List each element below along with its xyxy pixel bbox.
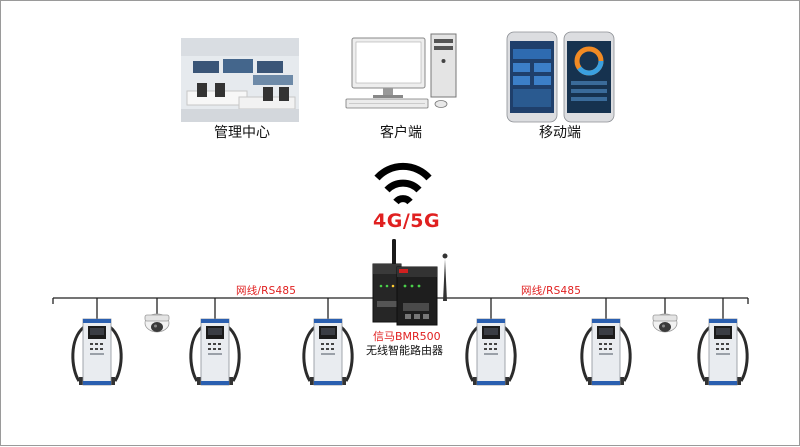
- client-label: 客户端: [380, 125, 422, 141]
- dome-camera-2: [652, 313, 678, 333]
- left-link-label: 网线/RS485: [236, 285, 297, 297]
- ev-charger-3: [302, 317, 354, 387]
- management-center-label: 管理中心: [214, 125, 270, 141]
- router-model-label: 信马BMR500: [373, 330, 441, 343]
- wireless-label: 4G/5G: [373, 210, 441, 232]
- dome-camera-1: [144, 313, 170, 333]
- ev-charger-4: [465, 317, 517, 387]
- wireless-signal-icon: [374, 162, 432, 205]
- right-link-label: 网线/RS485: [521, 285, 582, 297]
- ev-charger-6: [697, 317, 749, 387]
- router-name-label: 无线智能路由器: [366, 344, 443, 357]
- desktop-computer-image: [345, 33, 457, 109]
- ev-charger-5: [580, 317, 632, 387]
- ev-charger-2: [189, 317, 241, 387]
- mobile-label: 移动端: [539, 125, 581, 141]
- ev-charger-1: [71, 317, 123, 387]
- control-room-image: [181, 38, 299, 122]
- mobile-app-image: [506, 31, 615, 123]
- router-device-image: [372, 239, 448, 326]
